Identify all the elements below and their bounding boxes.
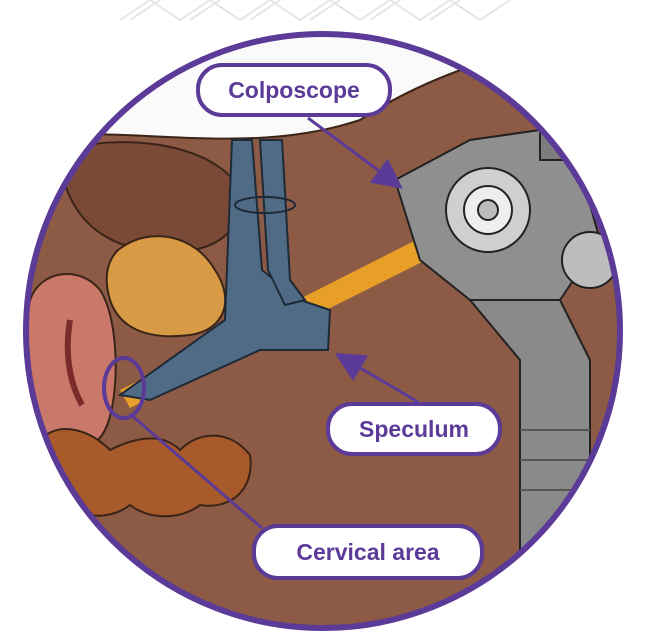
- speculum-label: Speculum: [326, 402, 502, 456]
- decorative-pattern: [120, 0, 510, 20]
- colposcope-label: Colposcope: [196, 63, 392, 117]
- bowel: [36, 429, 251, 516]
- cervical-area-label: Cervical area: [252, 524, 484, 580]
